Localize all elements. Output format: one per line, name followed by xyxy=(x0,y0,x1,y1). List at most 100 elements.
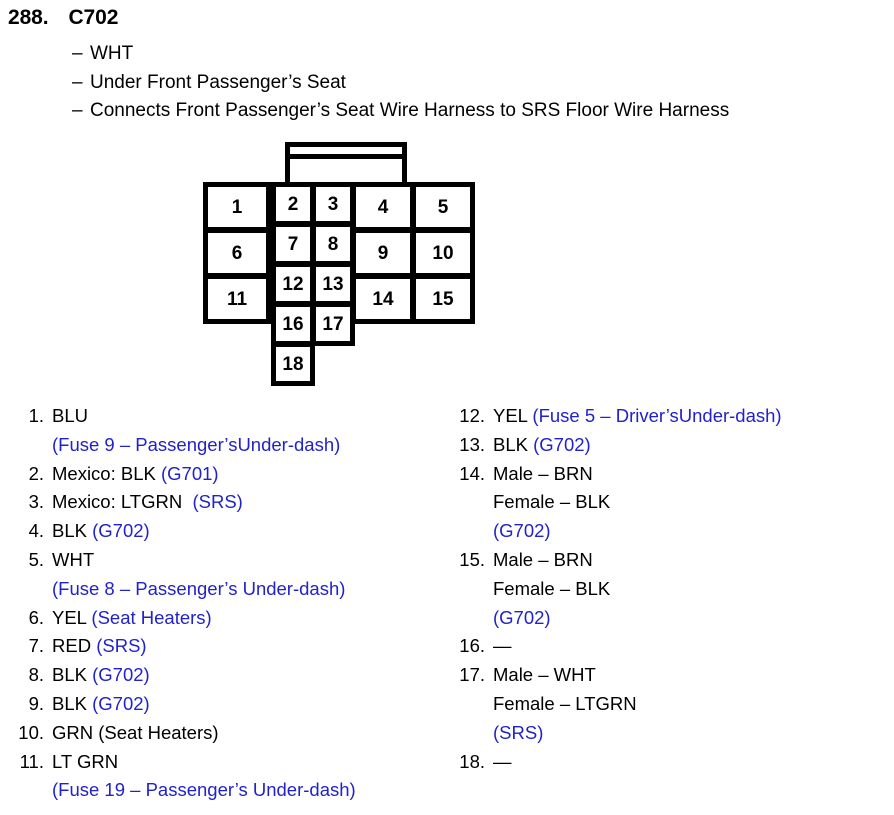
pin-cell-10: 10 xyxy=(411,228,475,278)
pin-list-item: 4. BLK (G702) xyxy=(0,517,440,546)
pin-list-item-line: (Fuse 8 – Passenger’s Under-dash) xyxy=(52,575,440,604)
bullet-dash: – xyxy=(72,100,83,121)
pin-cell-9: 9 xyxy=(351,228,415,278)
pin-list-item-body: BLK (G702) xyxy=(485,431,894,460)
connector-pin-diagram: 1 2 3 4 5 6 7 8 9 10 11 12 13 14 15 16 1… xyxy=(195,140,485,390)
wire-color-text: Male – WHT xyxy=(493,664,596,686)
wire-color-text: Female – BLK xyxy=(493,577,611,599)
pin-list-item-number: 5. xyxy=(28,548,44,570)
circuit-reference: (G702) xyxy=(92,520,150,542)
wire-color-text: BLK xyxy=(493,433,534,455)
pin-list-item-number: 13. xyxy=(459,433,485,455)
pin-list-item-line: (G702) xyxy=(493,517,894,546)
wire-color-text: BLK xyxy=(52,692,93,714)
pin-cell-15: 15 xyxy=(411,274,475,324)
pin-cell-7: 7 xyxy=(271,222,315,266)
circuit-reference: (SRS) xyxy=(96,635,147,657)
pin-list-item-line: Male – BRN xyxy=(493,546,894,575)
pin-list-item-line: RED (SRS) xyxy=(52,632,440,661)
description-line: –WHT xyxy=(72,40,729,69)
pin-list-item-line: (G702) xyxy=(493,604,894,633)
pin-list-item-line: (Fuse 9 – Passenger’sUnder-dash) xyxy=(52,431,440,460)
pin-list-item-line: Mexico: BLK (G701) xyxy=(52,460,440,489)
pin-list-item-body: Mexico: LTGRN (SRS) xyxy=(44,488,440,517)
pin-list-item-body: Mexico: BLK (G701) xyxy=(44,460,440,489)
connector-locking-tab xyxy=(285,142,407,184)
pin-list-item-line: Male – BRN xyxy=(493,460,894,489)
description-text: WHT xyxy=(90,43,134,64)
pin-list-item-number: 12. xyxy=(459,405,485,426)
pin-list-item-body: WHT (Fuse 8 – Passenger’s Under-dash) xyxy=(44,546,440,604)
pin-list-item-number: 1. xyxy=(28,405,44,426)
pin-list-item-line: BLK (G702) xyxy=(52,661,440,690)
pin-list-left-column: 1.BLU(Fuse 9 – Passenger’sUnder-dash)2.M… xyxy=(0,402,440,805)
item-number: 288. xyxy=(8,6,49,29)
wire-color-text: BLK xyxy=(52,664,93,686)
pin-list-item-body: BLK (G702) xyxy=(44,661,440,690)
pin-list-item-line: YEL (Fuse 5 – Driver’sUnder-dash) xyxy=(493,402,894,431)
pin-cell-18: 18 xyxy=(271,342,315,386)
pin-list-item-number: 11. xyxy=(19,750,44,772)
pin-list-item-number: 9. xyxy=(28,692,44,714)
pin-list-item-line: Female – LTGRN xyxy=(493,690,894,719)
pin-list-item: 8.BLK (G702) xyxy=(0,661,440,690)
pin-cell-6: 6 xyxy=(203,228,271,278)
pin-list-item-line: BLK (G702) xyxy=(52,517,440,546)
pin-cell-3: 3 xyxy=(311,182,355,226)
pin-list-item: 9. BLK (G702) xyxy=(0,690,440,719)
connector-description-list: –WHT –Under Front Passenger’s Seat –Conn… xyxy=(72,40,729,126)
circuit-reference: (Fuse 19 – Passenger’s Under-dash) xyxy=(52,779,356,801)
pin-list-item-line: BLK (G702) xyxy=(52,690,440,719)
pin-list-item: 2.Mexico: BLK (G701) xyxy=(0,460,440,489)
pin-list-item-number: 3. xyxy=(28,491,44,513)
pin-list-item-line: YEL (Seat Heaters) xyxy=(52,604,440,633)
pin-cell-5: 5 xyxy=(411,182,475,232)
wire-color-text: Male – BRN xyxy=(493,548,593,570)
wire-color-text: YEL xyxy=(52,606,92,628)
pin-list-item: 5. WHT (Fuse 8 – Passenger’s Under-dash) xyxy=(0,546,440,604)
wire-color-text: WHT xyxy=(52,548,95,570)
description-line: –Connects Front Passenger’s Seat Wire Ha… xyxy=(72,97,729,126)
circuit-reference: (G702) xyxy=(493,520,551,542)
page-title: 288.C702 xyxy=(8,6,118,30)
tab-inner-line xyxy=(290,154,402,159)
pin-list-item-body: — xyxy=(485,632,894,661)
pin-cell-12: 12 xyxy=(271,262,315,306)
wire-color-text: Mexico: LTGRN xyxy=(52,491,193,513)
circuit-reference: (G701) xyxy=(161,462,219,484)
pin-list-item-body: YEL (Seat Heaters) xyxy=(44,604,440,633)
wire-color-text: GRN (Seat Heaters) xyxy=(52,721,219,743)
pin-list-item-number: 7. xyxy=(28,635,44,657)
pin-list-item-number: 15. xyxy=(459,548,485,570)
circuit-reference: (G702) xyxy=(92,664,150,686)
pin-list-item-body: BLK (G702) xyxy=(44,690,440,719)
pin-cell-2: 2 xyxy=(271,182,315,226)
circuit-reference: (Fuse 5 – Driver’sUnder-dash) xyxy=(532,405,782,426)
pin-list-item: 18.— xyxy=(445,748,894,777)
pin-list-item-line: BLK (G702) xyxy=(493,431,894,460)
wire-color-text: Female – LTGRN xyxy=(493,692,637,714)
pin-list-item-number: 4. xyxy=(28,520,44,542)
pin-list-item-line: — xyxy=(493,632,894,661)
pin-list-item-body: BLU(Fuse 9 – Passenger’sUnder-dash) xyxy=(44,402,440,460)
pin-cell-1: 1 xyxy=(203,182,271,232)
pin-list-item-body: YEL (Fuse 5 – Driver’sUnder-dash) xyxy=(485,402,894,431)
pin-list-item: 16.— xyxy=(445,632,894,661)
pin-list-item: 11.LT GRN(Fuse 19 – Passenger’s Under-da… xyxy=(0,748,440,806)
circuit-reference: (Seat Heaters) xyxy=(91,606,212,628)
wire-color-text: Mexico: BLK xyxy=(52,462,161,484)
pin-list-item-line: — xyxy=(493,748,894,777)
wire-color-text: RED xyxy=(52,635,97,657)
pin-list-item: 15. Male – BRN Female – BLK (G702) xyxy=(445,546,894,632)
pin-list-item: 1.BLU(Fuse 9 – Passenger’sUnder-dash) xyxy=(0,402,440,460)
circuit-reference: (G702) xyxy=(533,433,591,455)
pin-cell-11: 11 xyxy=(203,274,271,324)
circuit-reference: (G702) xyxy=(493,606,551,628)
bullet-dash: – xyxy=(72,43,83,64)
pin-list-item-line: Female – BLK xyxy=(493,488,894,517)
circuit-reference: (Fuse 9 – Passenger’sUnder-dash) xyxy=(52,433,341,455)
pin-list-item-line: BLU xyxy=(52,402,440,431)
pin-cell-4: 4 xyxy=(351,182,415,232)
